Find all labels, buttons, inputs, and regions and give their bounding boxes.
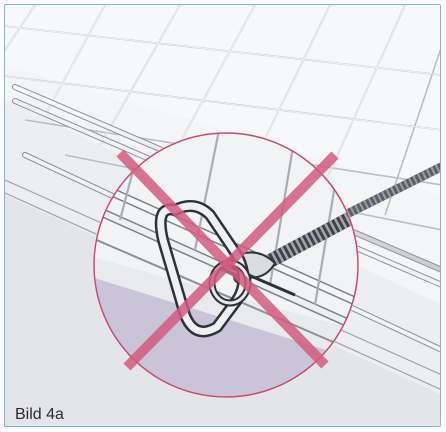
assembly-illustration xyxy=(5,5,440,426)
figure-frame: Bild 4a xyxy=(4,4,441,427)
prohibited-cross-icon xyxy=(116,149,339,371)
figure-caption: Bild 4a xyxy=(15,406,64,423)
